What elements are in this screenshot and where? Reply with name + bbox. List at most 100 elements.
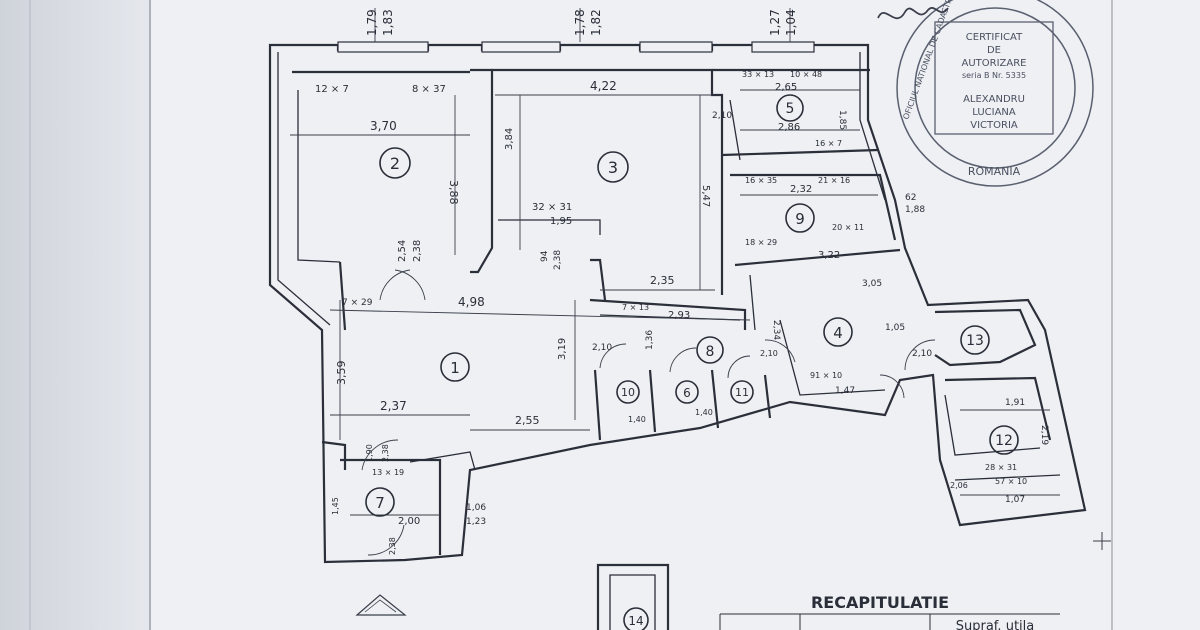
top-dimensions: 1,79 1,83 1,78 1,82 1,27 1,04	[365, 9, 798, 36]
svg-text:11: 11	[735, 386, 749, 399]
crosshair-icon	[1093, 532, 1111, 550]
top-dim-2b: 1,82	[589, 9, 603, 36]
dim-label: 3,88	[447, 180, 460, 205]
dim-label: 2,06	[950, 481, 968, 490]
svg-text:4: 4	[833, 324, 843, 342]
dim-label: 2,38	[381, 444, 390, 462]
top-dim-1b: 1,83	[381, 9, 395, 36]
dim-label: 3,84	[504, 128, 515, 150]
dim-label: 2,38	[412, 240, 423, 262]
dim-label: 1,95	[550, 216, 572, 227]
room-10-label: 10	[616, 380, 640, 404]
svg-text:7: 7	[375, 494, 385, 512]
svg-text:1: 1	[450, 359, 460, 377]
dim-label: 2,86	[778, 122, 800, 133]
dim-label: 5,47	[700, 185, 711, 207]
dim-label: 2,54	[397, 240, 408, 262]
room-9-label: 9	[785, 203, 815, 233]
room-5-label: 5	[776, 94, 804, 122]
dim-label: 1,40	[628, 415, 646, 424]
svg-text:8: 8	[706, 344, 715, 360]
stamp-text: VICTORIA	[970, 120, 1018, 131]
svg-text:13: 13	[966, 333, 984, 349]
dim-label: 2,19	[1039, 425, 1049, 445]
svg-text:10: 10	[621, 386, 635, 399]
room-11-label: 11	[730, 380, 754, 404]
dim-label: 1,85	[837, 110, 847, 130]
dim-label: 16 × 35	[745, 176, 777, 185]
dim-label: 8 × 37	[412, 84, 446, 95]
dim-label: 1,07	[1005, 495, 1025, 505]
dim-label: 2,55	[515, 414, 540, 427]
dim-label: 2,34	[771, 320, 781, 340]
dim-label: 2,38	[388, 537, 397, 555]
top-dim-1a: 1,79	[365, 9, 379, 36]
dim-label: 1,06	[466, 503, 486, 513]
stamp-text: ALEXANDRU	[963, 94, 1025, 105]
dim-label: 1,05	[885, 323, 905, 333]
dim-label: 94	[540, 250, 550, 262]
stamp-text: CERTIFICAT	[966, 32, 1023, 43]
stamp-text: seria B Nr. 5335	[962, 71, 1026, 80]
dim-label: 2,00	[398, 516, 420, 527]
dim-label: 21 × 16	[818, 176, 850, 185]
signature	[877, 7, 949, 20]
dim-label: 2,10	[712, 111, 732, 121]
dim-label: 12 × 7	[315, 84, 349, 95]
dim-label: 1,45	[331, 497, 340, 515]
dimension-labels: 12 × 7 8 × 37 3,70 3,88 2,54 2,38 4,22 3…	[315, 70, 1049, 555]
dim-label: 2,10	[912, 349, 932, 359]
dim-label: 3,22	[818, 250, 840, 261]
dim-label: 2,93	[668, 310, 690, 321]
room-labels: 1 2 3 4 5 6 7 8 9 10 11 12 13 14	[365, 94, 1019, 630]
dim-label: 2,10	[592, 343, 612, 353]
dim-label: 16 × 7	[815, 139, 842, 148]
room-1-label: 1	[440, 352, 470, 382]
stamp-text: DE	[987, 45, 1001, 56]
dim-label: 2,35	[650, 274, 675, 287]
room-4-label: 4	[823, 317, 853, 347]
dim-label: 32 × 31	[532, 202, 572, 213]
dim-label: 3,59	[335, 361, 348, 386]
dim-label: 2,32	[790, 184, 812, 195]
svg-text:3: 3	[608, 158, 618, 177]
dim-label: 1,88	[905, 205, 925, 215]
svg-text:9: 9	[795, 210, 805, 228]
dim-label: 10 × 48	[790, 70, 822, 79]
dim-label: 2,10	[760, 349, 778, 358]
dim-label: 1,23	[466, 517, 486, 527]
svg-text:6: 6	[683, 386, 691, 400]
dim-label: 28 × 31	[985, 463, 1017, 472]
dim-label: 20 × 11	[832, 223, 864, 232]
dim-label: 3,05	[862, 279, 882, 289]
dim-label: 2,37	[380, 399, 407, 413]
svg-text:2: 2	[390, 154, 400, 173]
room-12-label: 12	[989, 425, 1019, 455]
dim-label: 4,22	[590, 79, 617, 93]
dim-label: 1,47	[835, 386, 855, 396]
dim-label: 33 × 13	[742, 70, 774, 79]
dim-label: 13 × 19	[372, 468, 404, 477]
dim-label: 57 × 10	[995, 477, 1027, 486]
svg-text:12: 12	[995, 433, 1013, 449]
room-8-label: 8	[696, 336, 724, 364]
dim-label: 1,40	[695, 408, 713, 417]
stamp-text: ROMANIA	[968, 165, 1021, 178]
dim-label: 62	[905, 193, 916, 203]
dim-label: 3,70	[370, 119, 397, 133]
room-14-outline	[596, 563, 670, 630]
recap-title: RECAPITULATIE	[811, 593, 949, 612]
dim-label: 7 × 29	[342, 298, 373, 308]
top-dim-3b: 1,04	[784, 9, 798, 36]
dim-label: 7 × 13	[622, 303, 649, 312]
room-13-label: 13	[960, 325, 990, 355]
room-14-label: 14	[623, 607, 649, 630]
room-2-label: 2	[379, 147, 411, 179]
dim-label: 1,91	[1005, 398, 1025, 408]
dim-label: 3,19	[557, 338, 568, 360]
door-swings	[361, 269, 936, 556]
svg-text:5: 5	[786, 101, 795, 117]
dim-label: 2,65	[775, 82, 797, 93]
